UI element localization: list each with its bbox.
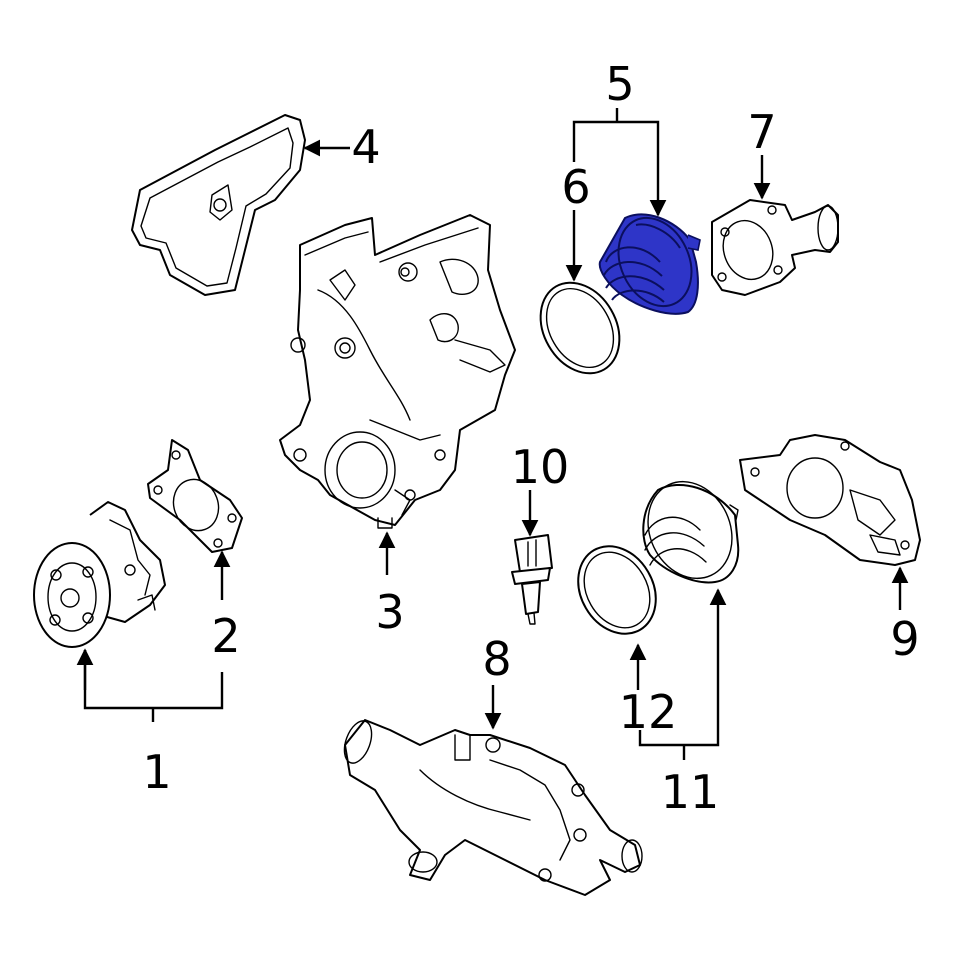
callout-6: 6	[561, 160, 590, 214]
callout-7: 7	[747, 105, 776, 159]
callout-labels: 1 2 3 4 5 6 7 8 9 10 11 12	[142, 57, 919, 819]
part-5-thermostat[interactable]	[598, 206, 706, 318]
part-3-front-cover[interactable]	[279, 214, 516, 529]
part-4-gasket[interactable]	[131, 114, 306, 296]
part-9-gasket[interactable]	[739, 434, 921, 566]
callout-8: 8	[482, 632, 511, 686]
part-1-water-pump[interactable]	[33, 501, 166, 648]
part-12-o-ring[interactable]	[563, 532, 671, 648]
part-6-o-ring[interactable]	[525, 268, 635, 387]
callout-9: 9	[890, 612, 919, 666]
callout-2: 2	[211, 609, 240, 663]
part-7-outlet-housing[interactable]	[711, 199, 839, 296]
callout-3: 3	[375, 585, 404, 639]
part-2-pump-gasket[interactable]	[147, 439, 243, 553]
callout-4: 4	[351, 120, 380, 174]
part-8-thermostat-housing[interactable]	[339, 717, 643, 896]
part-11-thermostat[interactable]	[633, 468, 748, 592]
callout-10: 10	[511, 440, 570, 494]
part-10-temp-sensor[interactable]	[511, 534, 553, 625]
callout-5: 5	[605, 57, 634, 111]
leader-lines	[76, 108, 909, 760]
callout-12: 12	[619, 685, 678, 739]
callout-1: 1	[142, 745, 171, 799]
callout-11: 11	[661, 765, 720, 819]
